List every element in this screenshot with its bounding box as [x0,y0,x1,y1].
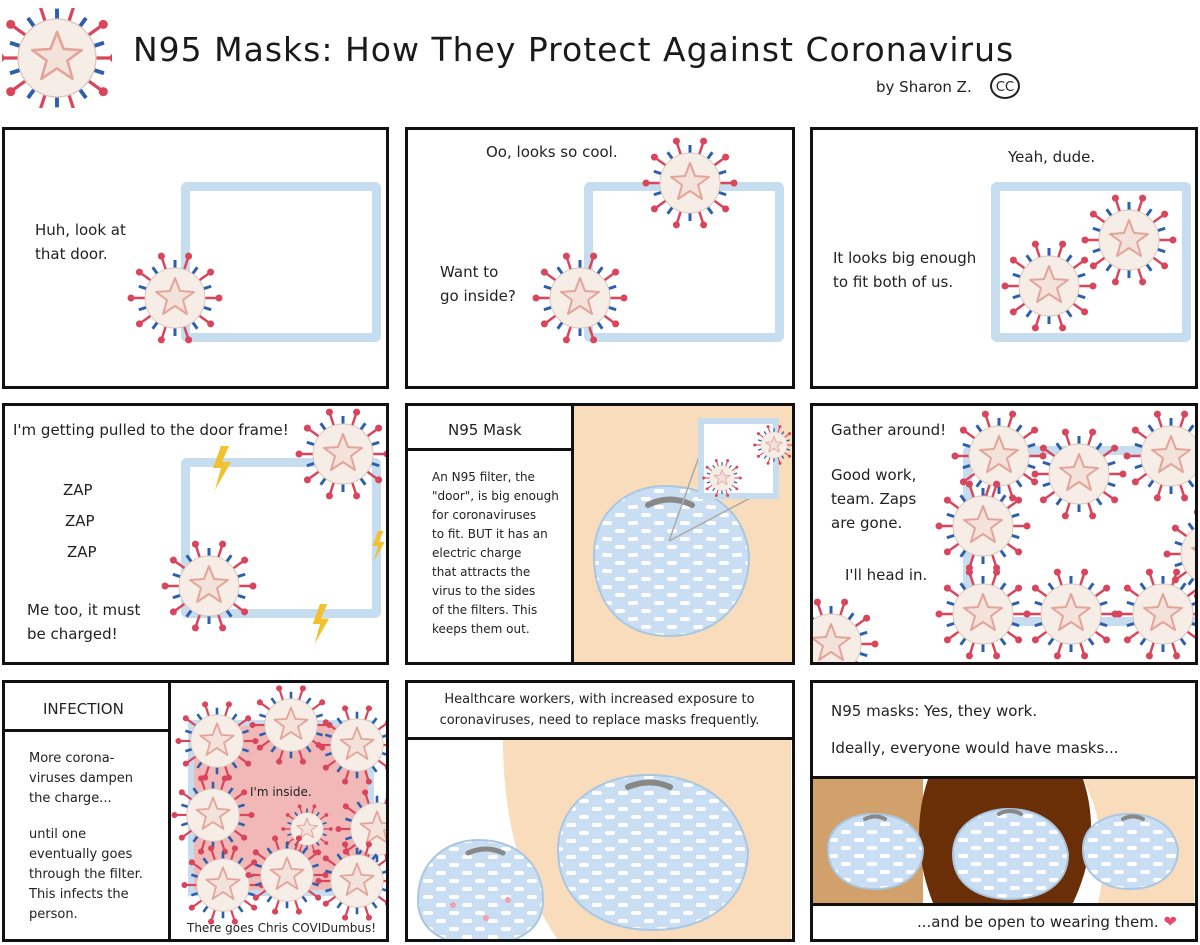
panel-9: N95 masks: Yes, they work. Ideally, ever… [810,680,1198,942]
panel-5: N95 Mask An N95 filter, the"door", is bi… [405,403,795,665]
panel-6-speech-1: Gather around! [831,421,947,439]
panel-9-closing: ...and be open to wearing them. ❤ [917,912,1177,931]
virus-icon [642,136,738,230]
virus-icon [702,458,742,498]
virus-icon [813,597,879,662]
panel-7-caption: There goes Chris COVIDumbus! [187,921,377,935]
virus-icon [295,407,386,501]
zap-sound: ZAP [63,481,93,499]
panel-3-speech-top: Yeah, dude. [1008,148,1096,166]
zap-sound: ZAP [65,512,95,530]
panel-4-speech-top: I'm getting pulled to the door frame! [13,421,289,439]
virus-icon [753,424,792,466]
panel-7-heading: INFECTION [43,700,124,718]
heart-icon: ❤ [1163,912,1177,931]
mask-face-illustration [574,406,792,662]
panel-7-speech-inside: I'm inside. [250,785,312,799]
virus-icon [935,567,1031,661]
byline: by Sharon Z. [876,78,972,96]
virus-icon [1123,409,1195,503]
virus-icon [1023,567,1119,661]
virus-icon [315,704,386,786]
page-title: N95 Masks: How They Protect Against Coro… [133,30,1015,69]
virus-icon [1001,239,1097,333]
virus-icon [175,700,259,782]
virus-icon [1031,427,1127,521]
lightning-icon [312,604,330,644]
lightning-icon [213,446,231,490]
panel-9-line-2: Ideally, everyone would have masks... [831,739,1119,757]
license-badge: CC [990,73,1020,99]
panel-2-speech-top: Oo, looks so cool. [486,143,618,161]
panel-9-line-1: N95 masks: Yes, they work. [831,702,1038,720]
panel-8: Healthcare workers, with increased expos… [405,680,795,942]
panel-6-speech-3: I'll head in. [845,566,928,584]
lightning-icon [372,531,385,561]
virus-icon [935,479,1031,573]
panel-5-heading: N95 Mask [448,421,522,439]
zap-sound: ZAP [67,543,97,561]
virus-icon [315,840,386,922]
virus-icon [532,251,628,345]
people-with-masks-illustration [813,779,1194,903]
door-frame [991,182,1191,342]
virus-icon [161,539,257,633]
virus-icon [1115,567,1195,661]
healthcare-worker-illustration [416,740,791,939]
virus-icon [127,251,223,345]
header-virus-icon [2,8,112,108]
panel-4: I'm getting pulled to the door frame! ZA… [2,403,389,665]
panel-8-caption: Healthcare workers, with increased expos… [439,692,760,728]
